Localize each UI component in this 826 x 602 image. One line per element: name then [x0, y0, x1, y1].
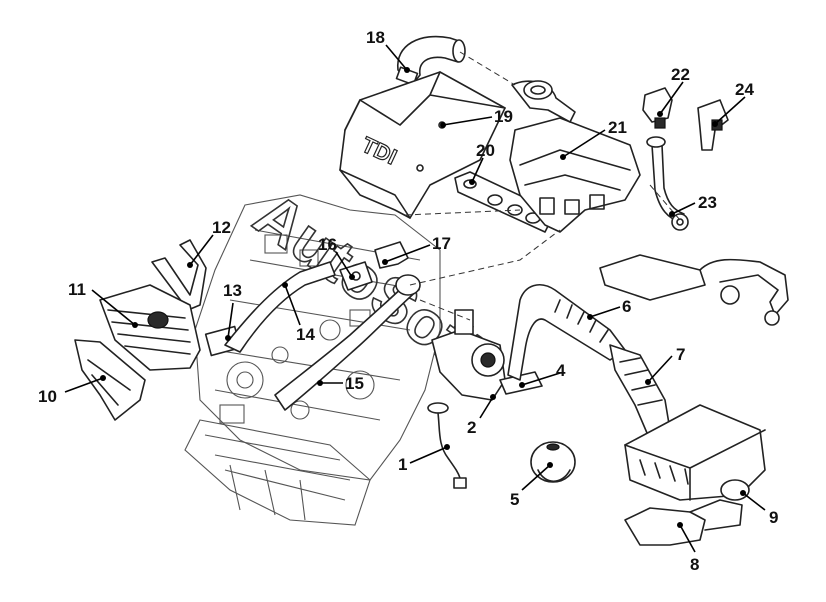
leader-line	[589, 306, 621, 318]
leader-line	[335, 251, 353, 278]
callout-17: 17	[432, 234, 451, 253]
part-2-pump	[431, 309, 506, 401]
leader-line	[647, 355, 673, 383]
part-1-sensor-wire	[427, 402, 467, 489]
leader-line	[521, 464, 551, 491]
leader-line	[442, 116, 493, 126]
callout-13: 13	[223, 281, 242, 300]
leader-line	[91, 289, 136, 326]
part-21-intake-manifold	[509, 80, 641, 233]
callout-8: 8	[690, 555, 699, 574]
leader-line	[671, 202, 696, 215]
callouts: 1 2 4 5 6 7 8 9 10 11 12 13	[38, 28, 778, 574]
leader-line	[479, 396, 494, 419]
leader-line	[679, 524, 696, 553]
callout-9: 9	[769, 508, 778, 527]
leader-line	[409, 446, 448, 464]
leader-line	[521, 372, 561, 386]
part-23-pipe	[646, 136, 689, 231]
callout-15: 15	[345, 374, 364, 393]
part-19-engine-cover: TDI	[339, 71, 506, 219]
leader-line	[562, 129, 606, 158]
callout-16: 16	[318, 235, 337, 254]
leader-line	[742, 492, 766, 511]
part-18-hose	[395, 35, 466, 86]
callout-23: 23	[698, 193, 717, 212]
callout-7: 7	[676, 345, 685, 364]
callout-22: 22	[671, 65, 690, 84]
callout-14: 14	[296, 325, 315, 344]
callout-24: 24	[735, 80, 754, 99]
callout-6: 6	[622, 297, 631, 316]
part-9-airbox	[624, 404, 766, 501]
leader-line	[471, 157, 484, 183]
part-15-hose	[274, 274, 421, 411]
leader-line	[284, 284, 301, 326]
leader-line	[64, 377, 104, 393]
part-10-heat-shield	[74, 339, 146, 421]
part-22-valve	[642, 87, 673, 129]
callout-1: 1	[398, 455, 407, 474]
part-11-duct-housing	[99, 284, 201, 371]
part-14-hose	[224, 261, 336, 353]
egr-pipe-assembly	[599, 254, 789, 326]
callout-18: 18	[366, 28, 385, 47]
callout-10: 10	[38, 387, 57, 406]
callout-11: 11	[68, 280, 86, 299]
leader-line	[659, 81, 684, 115]
part-8-duct	[624, 499, 743, 546]
callout-20: 20	[476, 141, 495, 160]
leader-line	[714, 96, 746, 125]
leader-line	[384, 244, 431, 263]
part-6-duct	[507, 284, 626, 381]
callout-2: 2	[467, 418, 476, 437]
callout-19: 19	[494, 107, 513, 126]
part-16-flange	[339, 261, 373, 291]
leader-line	[385, 44, 408, 71]
callout-5: 5	[510, 490, 519, 509]
callout-21: 21	[608, 118, 627, 137]
leader-line	[189, 234, 214, 266]
part-12-bracket	[151, 239, 207, 311]
callout-4: 4	[556, 361, 566, 380]
assembly-guide-lines	[404, 51, 681, 321]
leader-line	[227, 302, 234, 339]
callout-12: 12	[212, 218, 231, 237]
